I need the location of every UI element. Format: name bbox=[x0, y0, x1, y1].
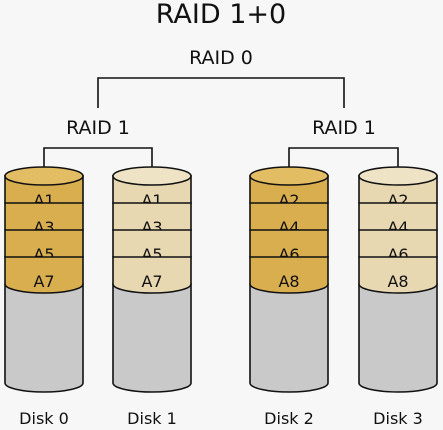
raid1-label-right: RAID 1 bbox=[312, 117, 376, 139]
disk-empty-space bbox=[4, 283, 84, 393]
disk-top bbox=[249, 166, 329, 186]
raid1-connector-left bbox=[43, 147, 153, 172]
disk-top bbox=[4, 166, 84, 186]
raid1-connector-right bbox=[288, 147, 399, 172]
block-label: A7 bbox=[141, 272, 162, 291]
disk-block bbox=[249, 256, 329, 294]
raid0-connector bbox=[97, 77, 345, 108]
disk-block bbox=[4, 256, 84, 294]
disk-empty-space bbox=[112, 283, 192, 393]
raid1-label-left: RAID 1 bbox=[66, 117, 130, 139]
raid0-label: RAID 0 bbox=[189, 47, 253, 69]
disk-top bbox=[112, 166, 192, 186]
disk-block bbox=[112, 256, 192, 294]
disk-3-label: Disk 3 bbox=[373, 409, 423, 428]
disk-block bbox=[358, 256, 438, 294]
disk-top bbox=[358, 166, 438, 186]
block-label: A8 bbox=[387, 272, 408, 291]
block-label: A8 bbox=[278, 272, 299, 291]
disk-empty-space bbox=[249, 283, 329, 393]
disk-2-label: Disk 2 bbox=[264, 409, 314, 428]
diagram-title: RAID 1+0 bbox=[156, 0, 286, 30]
disk-empty-space bbox=[358, 283, 438, 393]
disk-0-label: Disk 0 bbox=[19, 409, 69, 428]
block-label: A7 bbox=[33, 272, 54, 291]
disk-1-label: Disk 1 bbox=[127, 409, 177, 428]
